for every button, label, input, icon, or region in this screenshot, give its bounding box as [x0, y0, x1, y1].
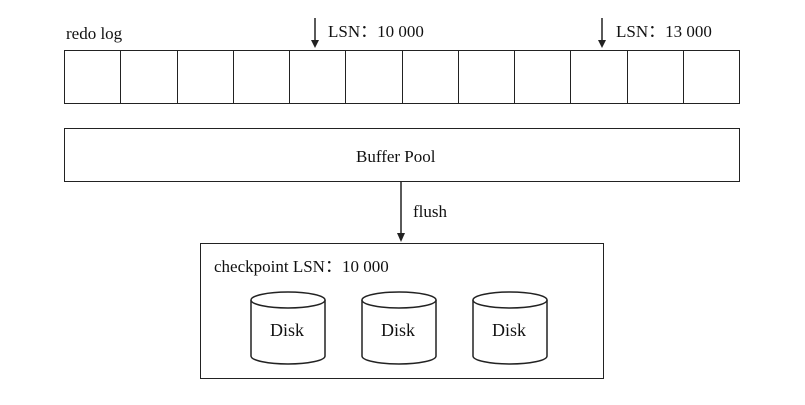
disk-label: Disk: [381, 320, 416, 340]
redo-log-cell: [571, 51, 628, 103]
redo-log-cell: [515, 51, 572, 103]
lsn-marker-label-1: LSN：10 000: [328, 22, 424, 41]
redo-log-buffer: [64, 50, 740, 104]
redo-log-cell: [628, 51, 684, 103]
redo-log-cell: [121, 51, 178, 103]
redo-log-cell: [290, 51, 347, 103]
disk-icon: [361, 291, 437, 365]
buffer-pool-box: [64, 128, 740, 182]
disk-label: Disk: [270, 320, 305, 340]
redo-log-cell: [684, 51, 739, 103]
flush-label: flush: [413, 202, 447, 221]
lsn-marker-arrow-2: [598, 18, 606, 48]
redo-log-cell: [234, 51, 290, 103]
disk-icon: [250, 291, 326, 365]
redo-log-cell: [178, 51, 234, 103]
disk-icon: [472, 291, 548, 365]
checkpoint-lsn-label: checkpoint LSN：10 000: [214, 257, 389, 276]
redo-log-label: redo log: [66, 24, 123, 43]
flush-arrow: [397, 182, 405, 242]
redo-log-cell: [65, 51, 122, 103]
redo-log-cell: [403, 51, 459, 103]
redo-log-cell: [346, 51, 403, 103]
lsn-marker-arrow-1: [311, 18, 319, 48]
buffer-pool-label: Buffer Pool: [356, 147, 436, 166]
disk-label: Disk: [492, 320, 527, 340]
redo-log-cell: [459, 51, 515, 103]
lsn-marker-label-2: LSN：13 000: [616, 22, 712, 41]
